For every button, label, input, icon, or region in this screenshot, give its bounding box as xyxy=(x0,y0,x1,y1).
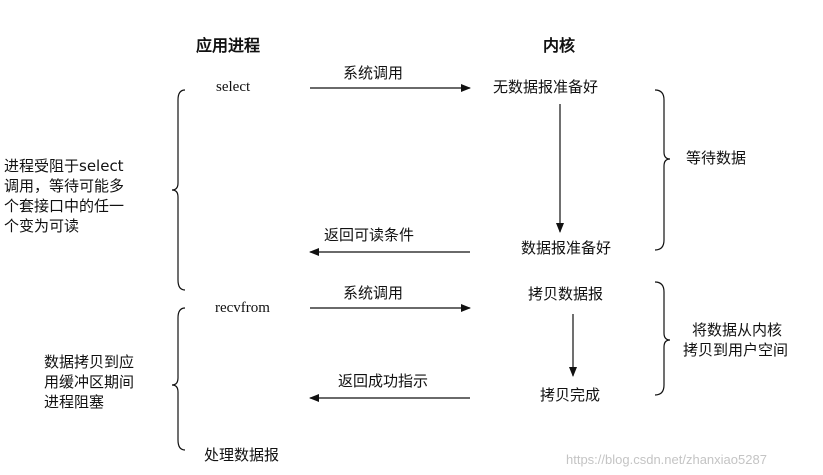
blocked-note-line: 进程阻塞 xyxy=(44,393,105,411)
copy-label-line: 将数据从内核 xyxy=(692,321,783,339)
watermark: https://blog.csdn.net/zhanxiao5287 xyxy=(566,452,767,467)
left-brace-phase1 xyxy=(171,89,186,291)
recvfrom-call: recvfrom xyxy=(215,300,270,316)
copy-label-line: 拷贝到用户空间 xyxy=(683,341,789,359)
blocked-note-phase2: 数据拷贝到应 用缓冲区期间 进程阻塞 xyxy=(44,352,134,412)
syscall-label-2: 系统调用 xyxy=(343,284,404,302)
blocked-note-line: 个变为可读 xyxy=(4,217,80,235)
blocked-note-line: 用缓冲区期间 xyxy=(44,373,135,391)
blocked-note-line: 进程受阻于select xyxy=(4,157,124,175)
return-success-label: 返回成功指示 xyxy=(338,372,429,390)
right-brace-phase1 xyxy=(654,89,671,251)
process-datagram: 处理数据报 xyxy=(204,446,280,464)
copy-to-user-label: 将数据从内核 拷贝到用户空间 xyxy=(683,320,788,360)
no-datagram-ready: 无数据报准备好 xyxy=(493,78,599,96)
right-brace-phase2 xyxy=(654,281,671,396)
blocked-note-line: 个套接口中的任一 xyxy=(4,197,125,215)
copy-complete: 拷贝完成 xyxy=(540,386,601,404)
left-brace-phase2 xyxy=(171,307,186,451)
copy-datagram: 拷贝数据报 xyxy=(528,285,604,303)
select-call: select xyxy=(216,79,251,95)
blocked-note-line: 数据拷贝到应 xyxy=(44,353,135,371)
blocked-note-phase1: 进程受阻于select 调用，等待可能多 个套接口中的任一 个变为可读 xyxy=(4,156,124,236)
return-readable-label: 返回可读条件 xyxy=(324,226,415,244)
header-app-process: 应用进程 xyxy=(196,36,261,55)
header-kernel: 内核 xyxy=(543,36,576,55)
datagram-ready: 数据报准备好 xyxy=(521,239,612,257)
blocked-note-line: 调用，等待可能多 xyxy=(4,177,125,195)
syscall-label-1: 系统调用 xyxy=(343,64,404,82)
wait-for-data-label: 等待数据 xyxy=(686,149,747,167)
